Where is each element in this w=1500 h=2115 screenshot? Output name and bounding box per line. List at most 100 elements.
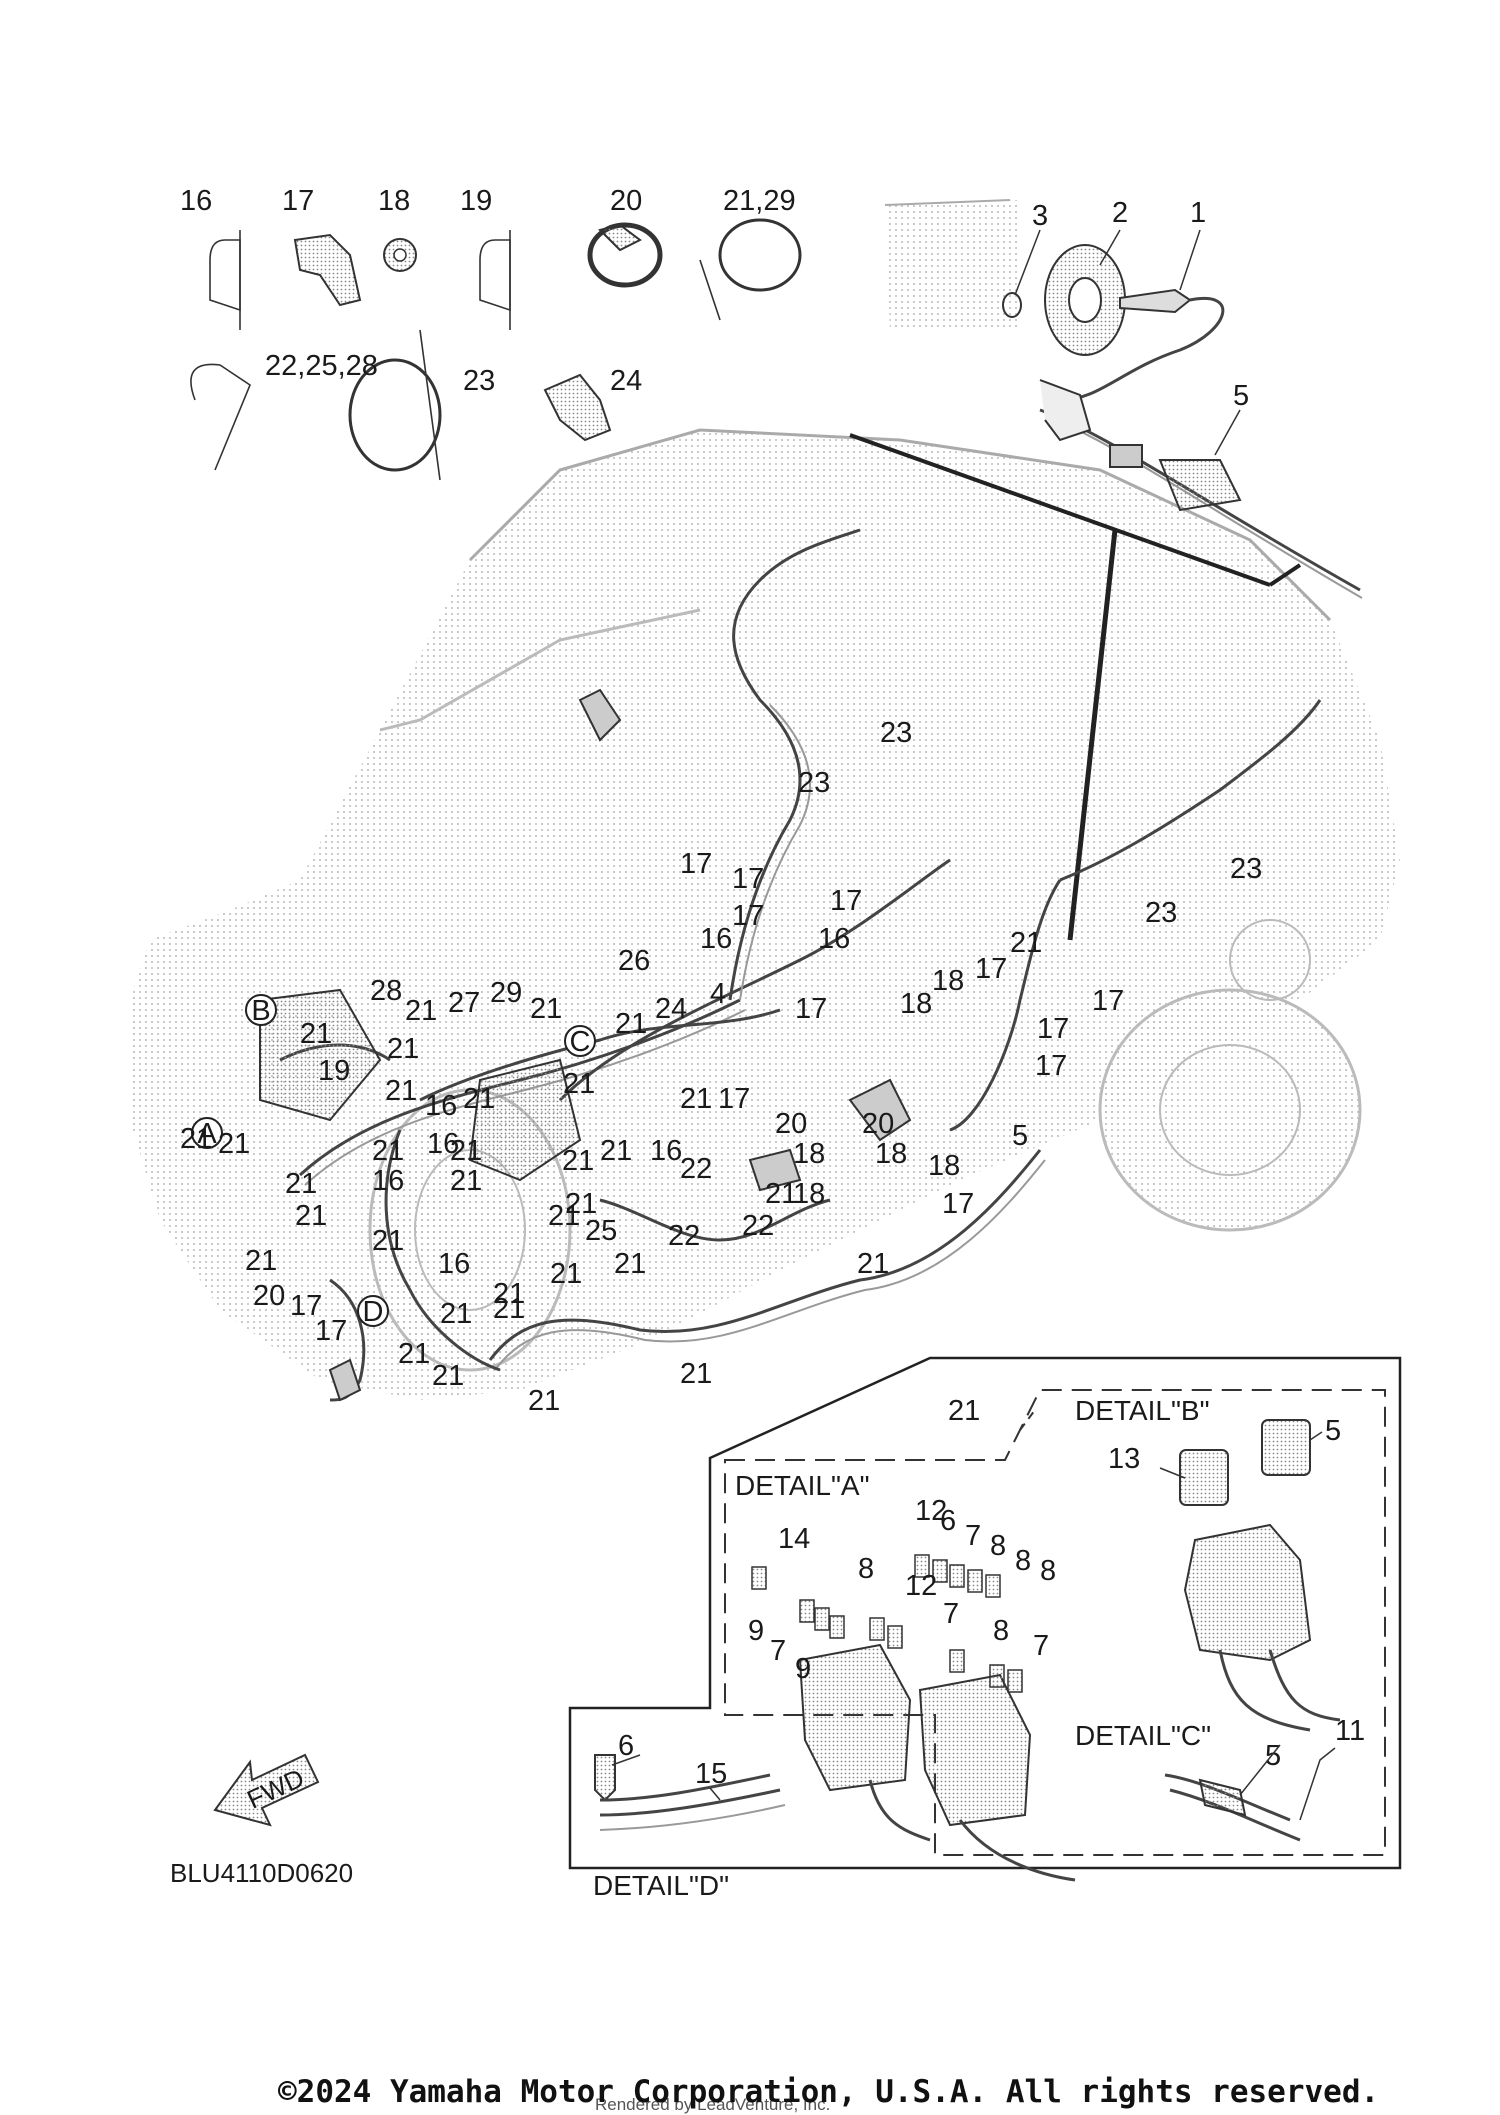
part-label: 17: [732, 900, 764, 932]
part-label: 18: [932, 965, 964, 997]
part-label: 21: [548, 1200, 580, 1232]
part-label: 22: [742, 1210, 774, 1242]
part-label: 16: [700, 923, 732, 955]
part-label: 26: [618, 945, 650, 977]
detail-d-label: DETAIL"D": [593, 1870, 729, 1901]
part-label: 23: [880, 717, 912, 749]
part-label: 24: [655, 993, 687, 1025]
part-label: 14: [778, 1523, 810, 1555]
part-label: 23: [463, 365, 495, 397]
part-label: 16: [438, 1248, 470, 1280]
callout-d: D: [363, 1296, 384, 1328]
part-label: 8: [993, 1615, 1009, 1647]
part-label: 24: [610, 365, 642, 397]
part-label: 21: [463, 1083, 495, 1115]
part-label: 21: [300, 1018, 332, 1050]
part-label: 21: [493, 1278, 525, 1310]
part-label: 13: [1108, 1443, 1140, 1475]
part-label: 20: [862, 1108, 894, 1140]
part-label: 21: [387, 1033, 419, 1065]
callout-c: C: [570, 1026, 591, 1058]
part-label: 8: [990, 1530, 1006, 1562]
part-label: 17: [1035, 1050, 1067, 1082]
part-label: 21: [614, 1248, 646, 1280]
part-label: 21: [562, 1145, 594, 1177]
part-label: 18: [793, 1178, 825, 1210]
part-label: 23: [1145, 897, 1177, 929]
part-label: 7: [770, 1635, 786, 1667]
part-label: 22: [680, 1153, 712, 1185]
part-label: 21: [440, 1298, 472, 1330]
part-label: 9: [795, 1653, 811, 1685]
part-number-labels: 16 17 18 19 20 21,29 22,25,28 23 24 3 2 …: [180, 185, 1365, 1790]
detail-c-label: DETAIL"C": [1075, 1720, 1211, 1751]
callout-a: A: [197, 1118, 217, 1150]
part-label: 5: [1265, 1740, 1281, 1772]
part-label: 22: [668, 1220, 700, 1252]
part-label: 18: [928, 1150, 960, 1182]
part-label: 25: [585, 1215, 617, 1247]
part-label: 22,25,28: [265, 350, 378, 382]
part-label: 5: [1233, 380, 1249, 412]
part-label: 20: [253, 1280, 285, 1312]
leader-lines: [611, 229, 1336, 1821]
part-label: 7: [965, 1520, 981, 1552]
part-label: 16: [180, 185, 212, 217]
rendered-by: Rendered by LeadVenture, Inc.: [595, 2095, 830, 2114]
part-label: 18: [900, 988, 932, 1020]
part-label: 17: [1037, 1013, 1069, 1045]
part-label: 16: [650, 1135, 682, 1167]
part-label: 23: [1230, 853, 1262, 885]
part-label: 9: [748, 1615, 764, 1647]
part-label: 21: [680, 1083, 712, 1115]
part-label: 21: [600, 1135, 632, 1167]
part-label: 4: [710, 978, 726, 1010]
part-label: 8: [1040, 1555, 1056, 1587]
part-label: 21: [550, 1258, 582, 1290]
part-label: 21,29: [723, 185, 796, 217]
copyright-notice: ©2024 Yamaha Motor Corporation, U.S.A. A…: [278, 2074, 1379, 2110]
detail-panel: [568, 1356, 1402, 1882]
part-label: 21: [615, 1008, 647, 1040]
part-label: 29: [490, 977, 522, 1009]
part-label: 15: [695, 1758, 727, 1790]
part-label: 21: [218, 1128, 250, 1160]
part-label: 17: [718, 1083, 750, 1115]
fwd-arrow: FWD: [213, 1753, 320, 1827]
part-label: 21: [405, 995, 437, 1027]
part-label: 8: [1015, 1545, 1031, 1577]
part-label: 21: [857, 1248, 889, 1280]
part-label: 3: [1032, 200, 1048, 232]
part-label: 19: [460, 185, 492, 217]
part-label: 1: [1190, 197, 1206, 229]
part-label: 18: [793, 1138, 825, 1170]
diagram-code: BLU4110D0620: [170, 1858, 353, 1888]
part-label: 21: [285, 1168, 317, 1200]
part-label: 21: [295, 1200, 327, 1232]
part-label: 12: [915, 1495, 947, 1527]
part-label: 6: [618, 1730, 634, 1762]
part-label: 21: [528, 1385, 560, 1417]
part-label: 21: [765, 1178, 797, 1210]
part-label: 7: [1033, 1630, 1049, 1662]
part-label: 5: [1325, 1415, 1341, 1447]
part-label: 21: [563, 1068, 595, 1100]
part-label: 17: [315, 1315, 347, 1347]
part-label: 17: [942, 1188, 974, 1220]
part-label: 21: [680, 1358, 712, 1390]
part-label: 21: [245, 1245, 277, 1277]
part-label: 19: [318, 1055, 350, 1087]
part-label: 17: [795, 993, 827, 1025]
part-label: 21: [432, 1360, 464, 1392]
callout-b: B: [251, 995, 270, 1027]
part-label: 17: [1092, 985, 1124, 1017]
part-label: 6: [940, 1505, 956, 1537]
part-label: 17: [680, 848, 712, 880]
part-label: 20: [775, 1108, 807, 1140]
part-label: 20: [610, 185, 642, 217]
part-label: 21: [398, 1338, 430, 1370]
part-label: 28: [370, 975, 402, 1007]
part-label: 21: [565, 1188, 597, 1220]
part-label: 21: [530, 993, 562, 1025]
